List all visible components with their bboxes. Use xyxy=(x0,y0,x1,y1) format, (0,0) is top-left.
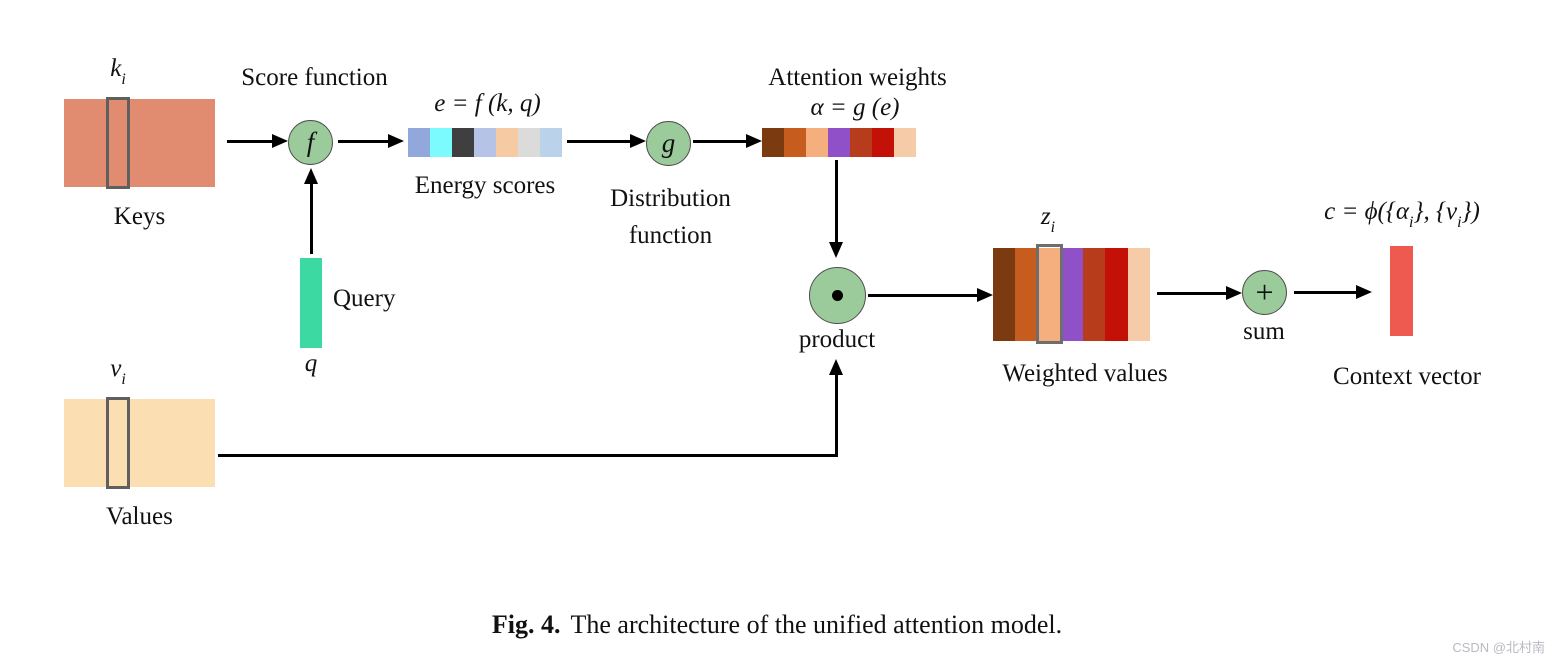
weighted-values-label: Weighted values xyxy=(1002,360,1168,387)
arrowhead-values-to-product xyxy=(829,359,843,375)
product-node xyxy=(809,267,866,324)
arrowhead-energy-to-distribution xyxy=(630,134,646,148)
values-matrix xyxy=(64,399,215,487)
weighted-vector-label: zi xyxy=(1040,203,1056,236)
color-cell xyxy=(1060,248,1083,341)
arrow-weighted-to-sum xyxy=(1157,292,1226,295)
context-vector-bar xyxy=(1390,246,1413,336)
color-cell xyxy=(540,128,562,157)
distribution-function-symbol: g xyxy=(661,128,676,158)
sum-node: + xyxy=(1242,270,1287,315)
arrowhead-product-to-weighted xyxy=(977,288,993,302)
color-cell xyxy=(408,128,430,157)
arrowhead-keys-to-score xyxy=(272,134,288,148)
arrow-distribution-to-attention xyxy=(693,140,746,143)
arrowhead-attention-to-product xyxy=(829,242,843,258)
plus-icon: + xyxy=(1255,274,1274,310)
distribution-label-line1: Distribution xyxy=(610,185,731,212)
weighted-values-block xyxy=(993,248,1150,341)
attention-formula: α = g (e) xyxy=(810,94,900,121)
color-cell xyxy=(828,128,850,157)
distribution-function-label: Distribution function xyxy=(593,180,748,254)
product-dot-icon xyxy=(832,290,843,301)
color-cell xyxy=(496,128,518,157)
attention-weights-title: Attention weights xyxy=(768,64,947,91)
keys-matrix xyxy=(64,99,215,187)
color-cell xyxy=(1127,248,1150,341)
arrowhead-distribution-to-attention xyxy=(746,134,762,148)
arrow-query-to-score xyxy=(310,184,313,254)
figure-number: Fig. 4. xyxy=(491,610,561,639)
arrow-values-vertical xyxy=(835,375,838,456)
color-cell xyxy=(894,128,916,157)
key-vector-label: ki xyxy=(110,55,126,88)
weighted-column-highlight xyxy=(1036,244,1063,344)
score-function-symbol: f xyxy=(306,127,315,157)
context-vector-label: Context vector xyxy=(1333,363,1481,390)
color-cell xyxy=(806,128,828,157)
color-cell xyxy=(872,128,894,157)
score-function-node: f xyxy=(288,120,333,165)
distribution-label-line2: function xyxy=(628,222,713,249)
arrowhead-query-to-score xyxy=(304,168,318,184)
arrow-product-to-weighted xyxy=(868,294,977,297)
distribution-function-node: g xyxy=(646,121,691,166)
figure-caption-text: The architecture of the unified attentio… xyxy=(570,610,1063,639)
context-formula: c = ϕ({αi}, {vi}) xyxy=(1324,198,1480,231)
arrow-attention-to-product xyxy=(835,160,838,242)
arrowhead-sum-to-context xyxy=(1356,285,1372,299)
query-label: Query xyxy=(333,285,396,312)
color-cell xyxy=(518,128,540,157)
value-column-highlight xyxy=(106,397,130,489)
figure-caption: Fig. 4. The architecture of the unified a… xyxy=(0,610,1554,640)
value-vector-label: vi xyxy=(110,355,126,388)
sum-label: sum xyxy=(1243,318,1285,345)
energy-formula: e = f (k, q) xyxy=(434,90,541,117)
arrow-score-to-energy xyxy=(338,140,388,143)
product-label: product xyxy=(798,326,876,353)
keys-label: Keys xyxy=(113,203,166,230)
color-cell xyxy=(993,248,1016,341)
color-cell xyxy=(784,128,806,157)
query-vector xyxy=(300,258,322,348)
energy-scores-label: Energy scores xyxy=(414,172,556,199)
attention-weights-row xyxy=(762,128,916,157)
color-cell xyxy=(1105,248,1128,341)
color-cell xyxy=(1037,248,1061,341)
color-cell xyxy=(474,128,496,157)
color-cell xyxy=(762,128,784,157)
values-label: Values xyxy=(106,503,173,530)
color-cell xyxy=(1015,248,1038,341)
arrow-sum-to-context xyxy=(1294,291,1356,294)
color-cell xyxy=(430,128,452,157)
arrowhead-score-to-energy xyxy=(388,134,404,148)
watermark: CSDN @北村南 xyxy=(1452,640,1545,655)
arrow-keys-to-score xyxy=(227,140,272,143)
energy-scores-row xyxy=(408,128,562,157)
key-column-highlight xyxy=(106,97,130,189)
query-var-label: q xyxy=(304,350,318,377)
arrow-energy-to-distribution xyxy=(567,140,630,143)
color-cell xyxy=(452,128,474,157)
color-cell xyxy=(850,128,872,157)
arrow-values-horizontal xyxy=(218,454,838,457)
color-cell xyxy=(1082,248,1106,341)
score-function-label: Score function xyxy=(241,64,388,91)
arrowhead-weighted-to-sum xyxy=(1226,286,1242,300)
